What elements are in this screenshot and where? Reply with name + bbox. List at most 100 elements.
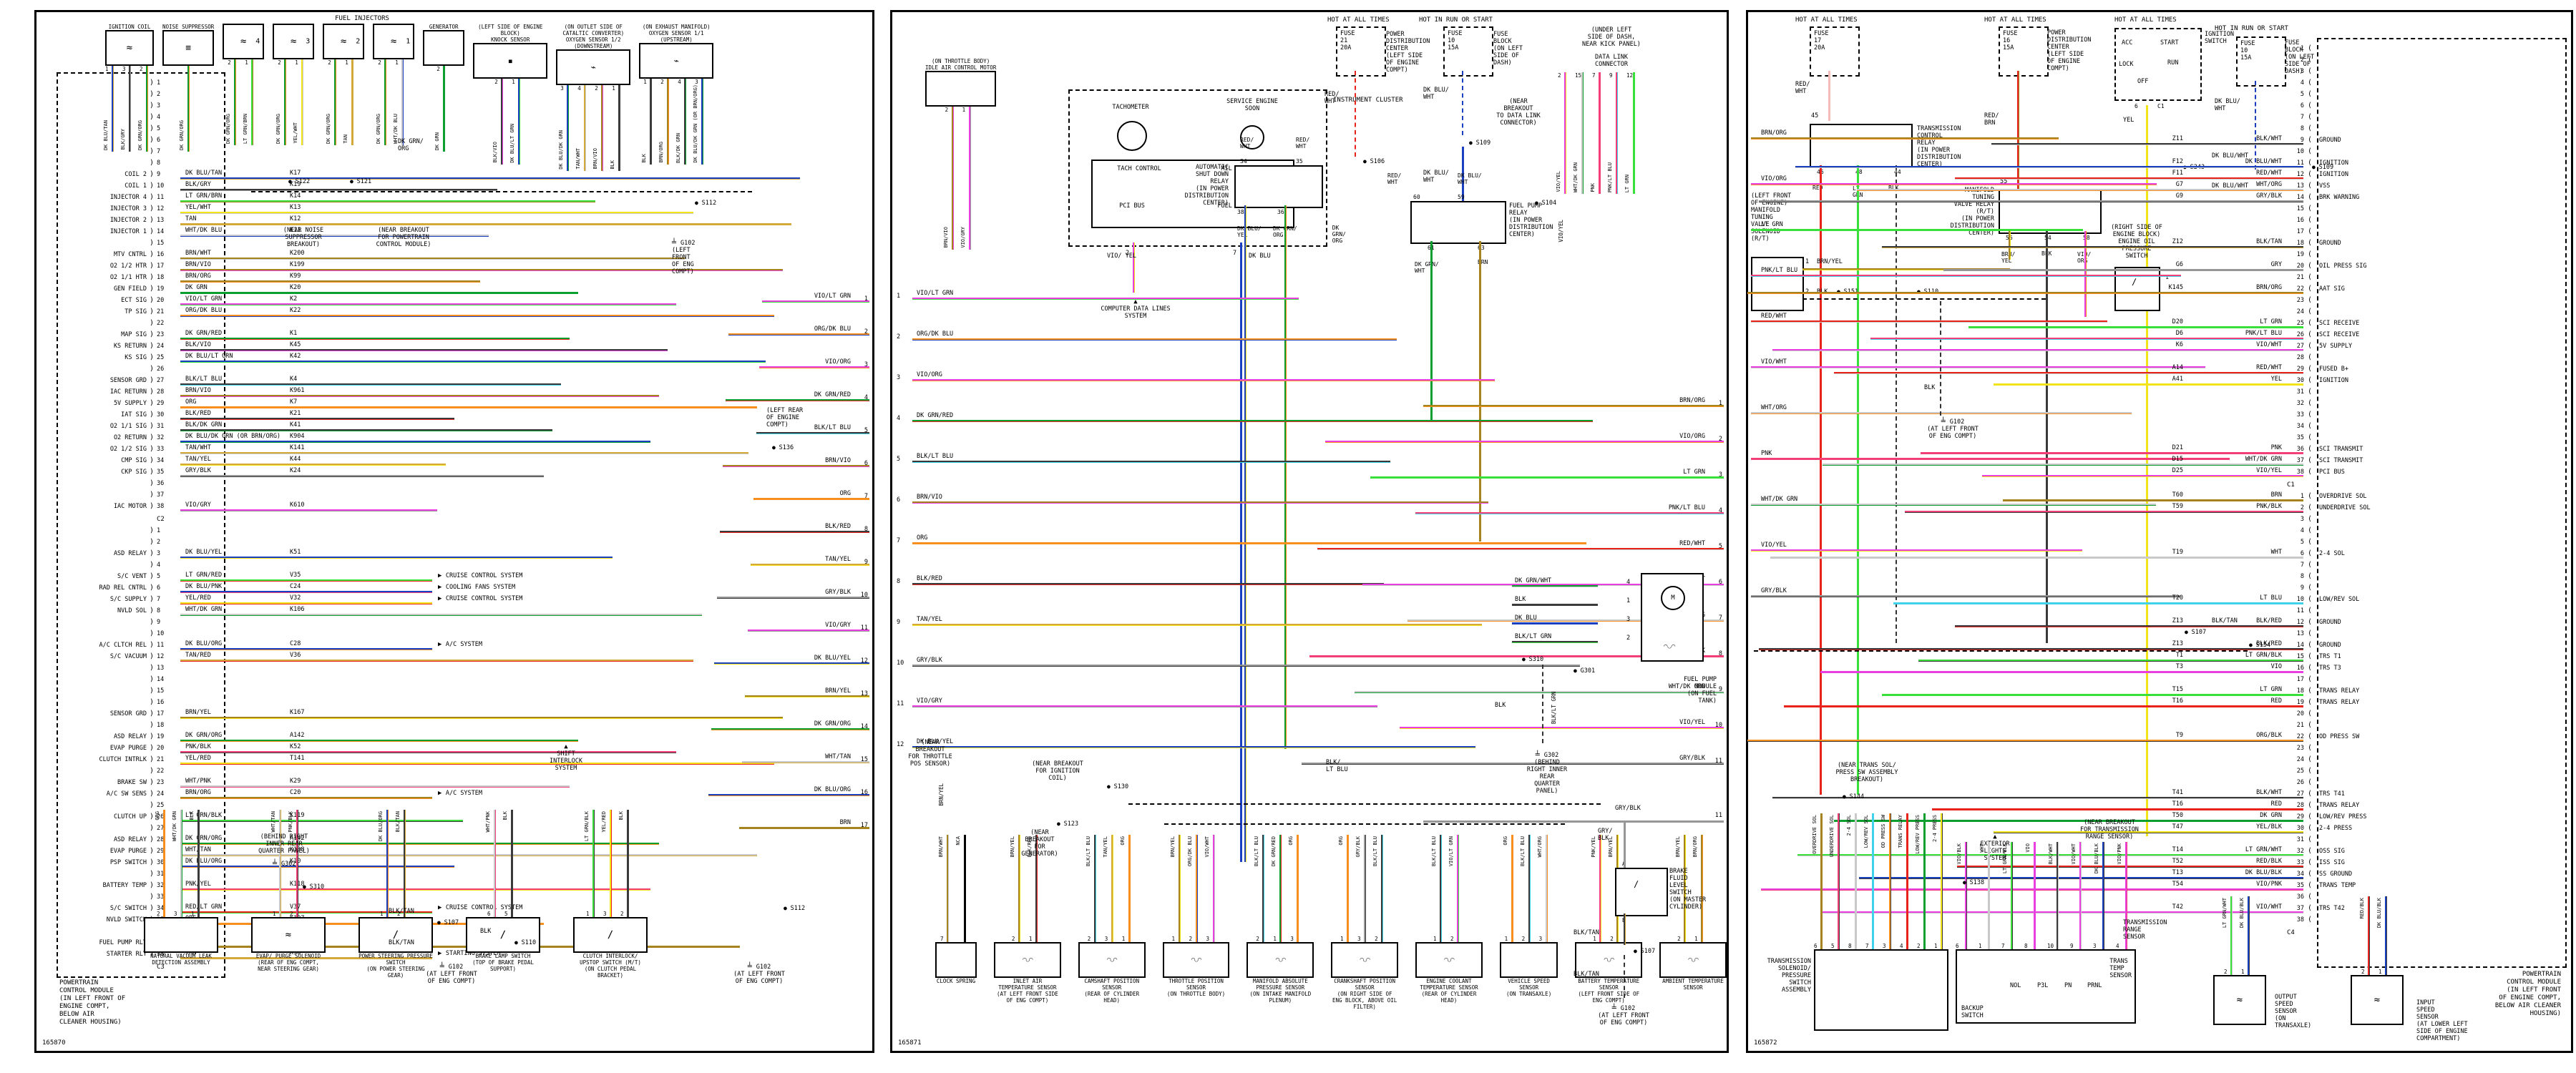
pin-bracket: ( <box>2308 549 2313 557</box>
pin-bracket: ) <box>150 549 155 557</box>
wire-line <box>711 728 869 730</box>
component-box <box>994 942 1061 978</box>
pin-bracket: ) <box>150 502 155 510</box>
circuit-code: K145 <box>2168 284 2183 291</box>
signal-label: OD PRESS SW <box>1880 815 1886 848</box>
pin-number: 16 <box>2296 665 2304 672</box>
near-dlc-note: (NEAR BREAKOUT TO DATA LINK CONNECTOR) <box>1496 98 1541 127</box>
wire-line <box>180 579 432 582</box>
wire-line <box>1957 866 2303 868</box>
pin-signal-label: IGNITION <box>2319 171 2348 178</box>
pin-bracket: ( <box>2308 411 2313 418</box>
wire-color-label: BLK/WHT <box>2256 135 2282 142</box>
wire-color-label: VIO/BLK <box>1956 843 1962 865</box>
pin-number: 2 <box>1087 936 1091 942</box>
circuit-code: K11 <box>290 227 301 234</box>
pin-number: 2 <box>620 911 624 917</box>
wire-line <box>180 557 613 559</box>
wire-line <box>180 740 578 742</box>
wire-line <box>180 200 595 202</box>
pin-number: 1 <box>105 66 109 72</box>
pin-bracket: ( <box>2308 422 2313 430</box>
wire-color-label: BLK/LT BLU <box>814 424 851 431</box>
pin-number: 3 <box>603 911 607 917</box>
pin-signal-label: NVLD SOL <box>117 607 147 614</box>
wire-line <box>1882 246 2303 248</box>
pin-number: 22 <box>157 768 165 775</box>
circuit-code: C24 <box>290 583 301 590</box>
wire-color-label: RED <box>2270 697 2282 705</box>
wire-color-label: ORG/DK BLU <box>814 325 851 333</box>
pin-row: RAD REL CNTRL)6DK BLU/PNKC24COOLING FANS… <box>62 583 864 594</box>
component-number: 2 <box>356 37 361 46</box>
pin-signal-label: AAT SIG <box>2319 285 2345 293</box>
pin-bracket: ( <box>2308 641 2313 649</box>
wire-color-label: DK GRN <box>185 284 208 291</box>
wire-line <box>1178 835 1181 942</box>
pin-row: 21( <box>1754 720 2562 732</box>
wire-color-label: RED/WHT <box>2256 364 2282 371</box>
pin-row: 8( <box>1754 572 2562 583</box>
pin-signal-label: O2 RETURN <box>113 434 147 441</box>
circuit-code: A14 <box>2172 364 2183 371</box>
wire-color-label: GRY/BLK <box>1679 755 1705 762</box>
wire-line <box>2011 842 2013 949</box>
pin-signal-label: O2 1/1 SIG <box>109 423 147 430</box>
pin-number: 31 <box>157 423 165 430</box>
wire-number: 2 <box>864 328 868 335</box>
wire-line <box>951 107 954 250</box>
blk-lt-blu-note: BLK/ LT BLU <box>1326 759 1348 773</box>
pin-signal-label: OSS SIG <box>2319 848 2345 855</box>
wire-color-label: LT GRN <box>1624 174 1630 192</box>
wire-line <box>1941 813 1943 949</box>
wire-line <box>1872 813 1874 949</box>
wire-line <box>1905 511 2303 513</box>
fuel-pump-module-box: M ◠◡◠ FUEL PUMP MODULE (ON FUEL TANK) <box>1641 573 1717 705</box>
pin-number: 20 <box>2296 710 2304 717</box>
wire-line <box>180 395 659 397</box>
asd-pin-38: 38 <box>1237 209 1244 215</box>
component-box <box>144 917 218 953</box>
pdc-note: POWER DISTRIBUTION CENTER (LEFT SIDE OF … <box>2047 29 2092 72</box>
fuse10-wire-dash <box>1462 71 1463 135</box>
tcr-wire-44 <box>1896 165 1897 643</box>
pin-row: 21( <box>1754 273 2562 284</box>
pin-row: 33( <box>1754 410 2562 421</box>
wire-line <box>1770 557 2303 559</box>
wire-line <box>947 835 949 942</box>
pin-bracket: ) <box>150 456 155 464</box>
pin-number: 11 <box>157 642 165 649</box>
pin-row: 5( <box>1754 537 2562 549</box>
pin-bracket: ( <box>2308 572 2313 580</box>
circuit-code: K90 <box>290 949 301 956</box>
asd-aux-color: DK GRN/ ORG <box>1332 225 1346 244</box>
wire-color-label: WHT <box>1979 843 1985 853</box>
pin-row: )16 <box>62 697 864 709</box>
wire-line <box>351 59 354 145</box>
wire-color-label: VIO/ORG <box>917 371 942 378</box>
wire-line <box>742 761 869 763</box>
wire-color-label: BLK/LT BLU <box>1085 836 1091 867</box>
pcm-c2-sep: C2 <box>62 514 864 526</box>
splice-s112: S112 <box>695 200 716 207</box>
wire-line <box>1616 72 1618 194</box>
wire-color-label: BLK/RED <box>2256 617 2282 624</box>
splice-s106: S106 <box>1363 158 1385 165</box>
pin-bracket: ( <box>2308 273 2313 281</box>
wire-line <box>1439 835 1442 942</box>
edge-wire: VIO/YEL <box>1751 542 2295 587</box>
pin-number: 17 <box>157 710 165 717</box>
wire-color-label: VIO/GRY <box>917 697 942 705</box>
component-location-note: (AT LEFT FRONT SIDE OF ENG COMPT) <box>997 991 1058 1004</box>
